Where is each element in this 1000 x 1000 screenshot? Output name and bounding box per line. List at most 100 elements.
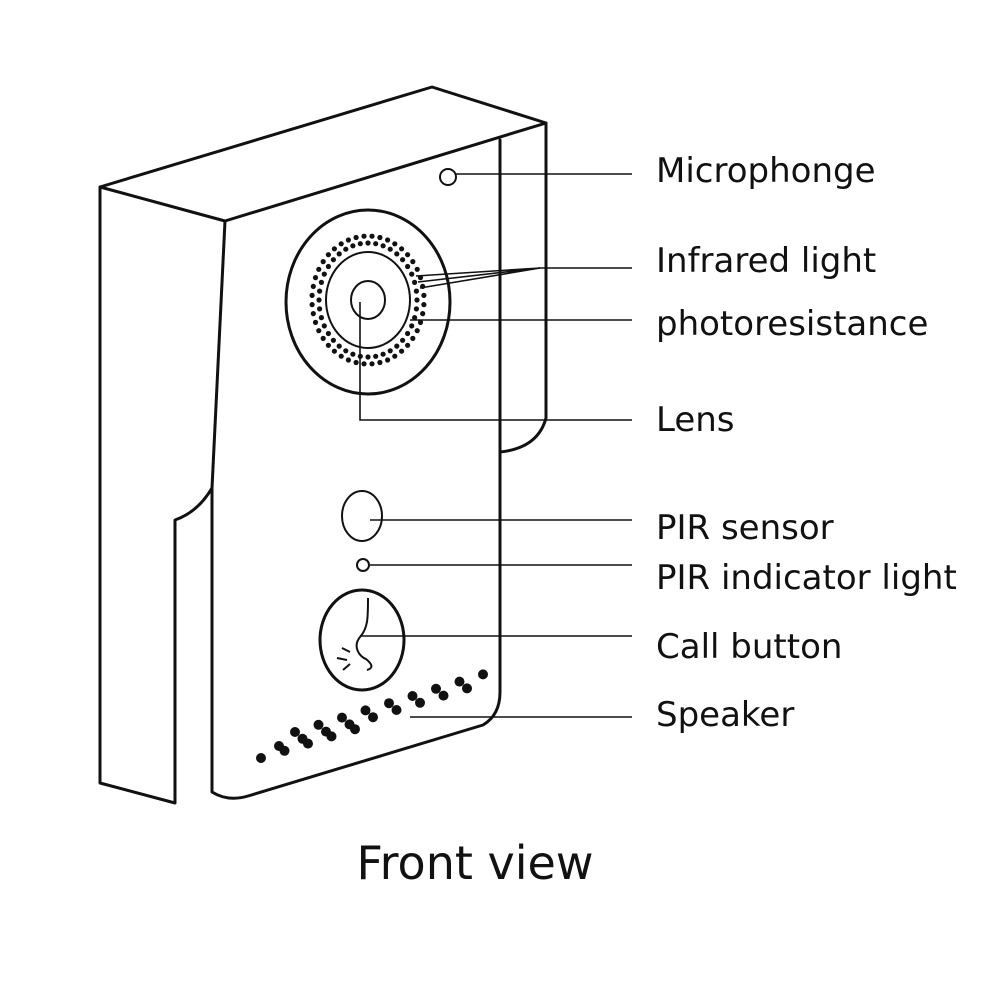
infrared-led-dot: [330, 337, 336, 343]
infrared-led-dot: [399, 246, 405, 252]
speaker-hole: [415, 697, 425, 708]
infrared-led-dot: [312, 319, 319, 325]
speaker-hole: [337, 712, 347, 723]
call-button[interactable]: [318, 588, 406, 692]
housing-left-side: [98, 185, 214, 805]
infrared-led-dot: [316, 328, 322, 334]
infrared-led-dot: [392, 241, 398, 247]
infrared-led-dot: [405, 263, 411, 270]
speaker-hole: [279, 745, 290, 756]
infrared-led-dot: [310, 311, 316, 317]
infrared-led-dot: [317, 306, 323, 312]
infrared-led-dot: [405, 342, 411, 348]
diagram-caption: Front view: [356, 836, 594, 890]
infrared-led-dot: [320, 335, 326, 341]
pir-indicator-light: [356, 558, 370, 572]
infrared-led-dot: [345, 357, 351, 363]
speaker-hole: [350, 724, 360, 735]
speaker-hole: [478, 669, 488, 680]
speaker-hole: [256, 753, 266, 763]
infrared-led-dot: [350, 243, 356, 249]
infrared-led-dot: [417, 319, 424, 325]
label-microphone: Microphonge: [656, 151, 876, 191]
call-button-icon: [336, 597, 373, 671]
speaker-hole: [431, 683, 441, 694]
infrared-led-dot: [343, 246, 349, 252]
speaker-hole: [438, 690, 449, 701]
speaker-grille: [256, 669, 488, 763]
infrared-led-dot: [369, 233, 375, 239]
pir-sensor: [341, 490, 383, 542]
infrared-led-dot: [361, 361, 367, 367]
infrared-led-dot: [316, 266, 322, 272]
infrared-led-dot: [410, 335, 416, 341]
microphone-hole: [439, 168, 457, 186]
infrared-led-dot: [310, 283, 316, 289]
infrared-led-dot: [380, 243, 386, 249]
infrared-led-dot: [331, 348, 337, 354]
speaker-hole: [384, 698, 394, 709]
infrared-led-dot: [399, 348, 405, 354]
camera-bezel: [284, 208, 452, 396]
label-infrared-light: Infrared light: [656, 241, 877, 281]
infrared-led-dot: [385, 237, 391, 243]
housing-front-face: [210, 138, 502, 800]
infrared-led-dot: [414, 328, 420, 334]
infrared-led-dot: [353, 359, 359, 366]
speaker-hole: [360, 705, 371, 716]
infrared-led-dot: [410, 259, 416, 265]
housing-back-plate: [498, 121, 548, 454]
speaker-hole: [454, 676, 465, 687]
label-pir-indicator-light: PIR indicator light: [656, 558, 957, 598]
infrared-led-dot: [320, 259, 326, 265]
infrared-led-dot: [331, 246, 337, 252]
infrared-led-dot: [365, 240, 371, 246]
housing-top-cap: [98, 85, 548, 223]
infrared-led-dot: [361, 233, 367, 239]
infrared-led-dot: [325, 330, 331, 337]
infrared-led-dot: [394, 343, 400, 349]
speaker-hole: [407, 691, 418, 701]
infrared-led-dot: [357, 241, 363, 247]
infrared-led-dot: [387, 348, 393, 354]
infrared-led-dot: [373, 241, 379, 247]
infrared-led-dot: [321, 271, 327, 277]
infrared-led-dot: [325, 263, 331, 270]
infrared-led-dot: [409, 271, 415, 277]
infrared-led-dot: [412, 279, 418, 285]
infrared-led-dot: [321, 323, 327, 329]
infrared-led-dot: [353, 234, 359, 241]
infrared-led-dot: [380, 351, 386, 357]
infrared-led-dot: [336, 343, 342, 349]
infrared-led-dot: [405, 330, 411, 337]
infrared-led-dot: [325, 342, 331, 348]
speaker-hole: [391, 705, 402, 715]
infrared-led-ring: [309, 233, 427, 367]
infrared-led-dot: [343, 348, 349, 354]
speaker-hole: [368, 712, 378, 723]
speaker-hole: [290, 727, 300, 737]
infrared-led-dot: [309, 302, 315, 308]
infrared-led-dot: [414, 266, 420, 272]
speaker-hole: [313, 719, 324, 730]
infrared-led-dot: [394, 251, 400, 257]
infrared-led-dot: [369, 361, 375, 367]
speaker-hole: [326, 731, 337, 742]
infrared-led-dot: [377, 234, 383, 241]
speaker-hole: [462, 683, 472, 694]
infrared-led-dot: [318, 279, 324, 285]
label-pir-sensor: PIR sensor: [656, 508, 834, 548]
camera-lens: [350, 280, 386, 320]
infrared-led-dot: [318, 315, 324, 321]
infrared-led-dot: [421, 302, 427, 308]
infrared-led-dot: [392, 353, 398, 359]
infrared-led-dot: [325, 252, 331, 258]
infrared-led-dot: [405, 252, 411, 258]
infrared-led-dot: [414, 297, 420, 303]
infrared-led-dot: [409, 323, 415, 329]
infrared-led-dot: [338, 241, 344, 247]
infrared-led-dot: [413, 306, 419, 312]
infrared-led-dot: [312, 275, 319, 281]
photoresistance-ring: [325, 251, 411, 349]
